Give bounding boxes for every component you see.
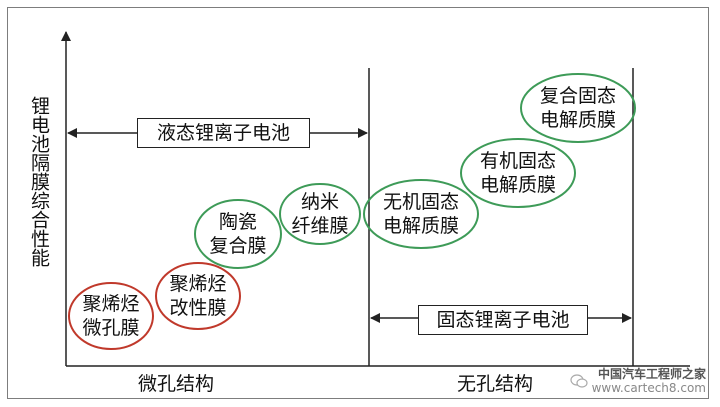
figure-frame [7,7,709,399]
watermark: 中国汽车工程师之家 www.cartech8.com [569,367,706,395]
node-organic: 有机固态 电解质膜 [479,150,556,196]
node-ellipse-nano [279,183,361,245]
node-ellipse-pe-mod [155,262,241,330]
watermark-title: 中国汽车工程师之家 [597,367,706,381]
node-composite: 复合固态 电解质膜 [539,85,616,131]
node-pe-mod: 聚烯烃 改性膜 [169,273,227,319]
x-category-microporous: 微孔结构 [138,373,215,395]
node-ellipse-composite [520,73,636,143]
y-axis-label: 锂电池隔膜综合性能 [28,96,50,267]
liquid-battery-label: 液态锂离子电池 [137,118,310,148]
solid-battery-label: 固态锂离子电池 [418,305,588,335]
wechat-icon [569,374,588,388]
node-pe-micro: 聚烯烃 微孔膜 [82,293,140,339]
node-ellipse-inorganic [363,179,479,249]
node-ceramic: 陶瓷 复合膜 [209,211,267,257]
x-category-nonporous: 无孔结构 [457,373,534,395]
node-ellipse-organic [460,138,576,208]
node-inorganic: 无机固态 电解质膜 [382,191,459,237]
node-ellipse-pe-micro [68,282,154,350]
node-nano: 纳米 纤维膜 [291,191,349,237]
watermark-url: www.cartech8.com [591,381,706,395]
node-ellipse-ceramic [194,199,282,269]
